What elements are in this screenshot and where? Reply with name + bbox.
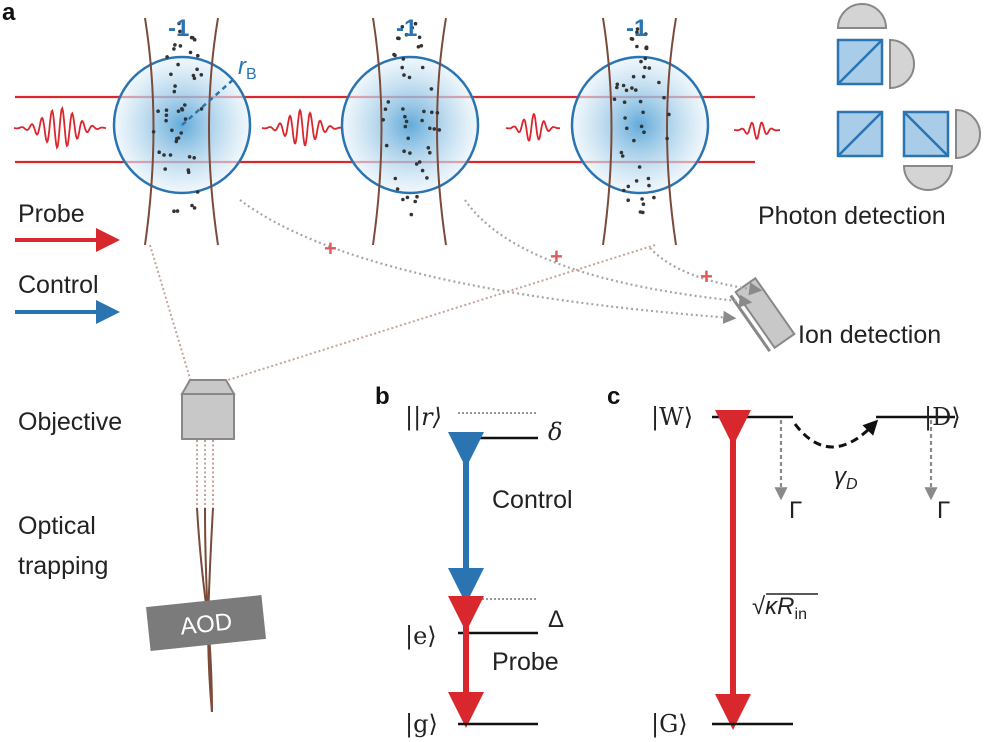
ket-r: ||r⟩ [405,403,442,432]
probe-transition-label: Probe [492,648,559,676]
decay-D-label: Γ [937,497,950,524]
detuning-delta-small: δ [548,418,562,446]
ion-marker-3: + [700,264,713,289]
optical-trapping-label-line1: Optical [18,512,96,540]
ket-W: |W⟩ [651,403,693,432]
trap-imaging-paths [149,244,656,508]
panel-label-b: b [375,383,390,410]
blockade-radius-line [181,77,236,126]
coupling-rate-label: √κRin [752,593,807,623]
photon-detection-label: Photon detection [758,202,946,230]
probe-legend-label: Probe [18,200,85,228]
blockade-label-3: -1 [626,15,647,42]
control-transition-label: Control [492,486,573,514]
photon-wavepackets [13,106,780,150]
detuning-delta-big: Δ [548,606,564,633]
blockade-label-1: -1 [168,15,189,42]
aod-icon: AOD [146,595,266,651]
trap-beams [144,17,677,246]
ket-G: |G⟩ [651,710,688,739]
blockade-radius-label: rB [238,53,257,83]
dephasing-rate-label: γD [834,463,858,493]
ion-trajectories [239,199,763,324]
ion-marker-2: + [550,244,563,269]
ion-detection-label: Ion detection [798,321,941,349]
photon-detector-icon [889,38,915,90]
photon-detector-icon [955,108,981,160]
photon-detection-setup [836,3,981,191]
panel-label-c: c [607,383,620,410]
ket-D: |D⟩ [924,403,961,432]
ion-detector-icon [729,276,796,353]
atom-cloud-2 [340,55,480,195]
ion-marker-1: + [324,236,337,261]
ket-g: |g⟩ [405,710,438,739]
dephasing-arrow [793,419,879,449]
objective-label: Objective [18,408,122,436]
ket-e: |e⟩ [405,622,437,651]
photon-detector-icon [836,3,888,29]
optical-trapping-label-line2: trapping [18,552,108,580]
atom-cloud-3 [570,55,710,195]
photon-detector-icon [902,165,954,191]
control-legend-label: Control [18,271,99,299]
decay-W-label: Γ [789,497,802,524]
objective-icon [180,379,236,440]
panel-label-a: a [2,0,16,26]
atom-dots [151,21,671,217]
blockade-label-2: -1 [396,15,417,42]
aod-label: AOD [179,608,234,640]
